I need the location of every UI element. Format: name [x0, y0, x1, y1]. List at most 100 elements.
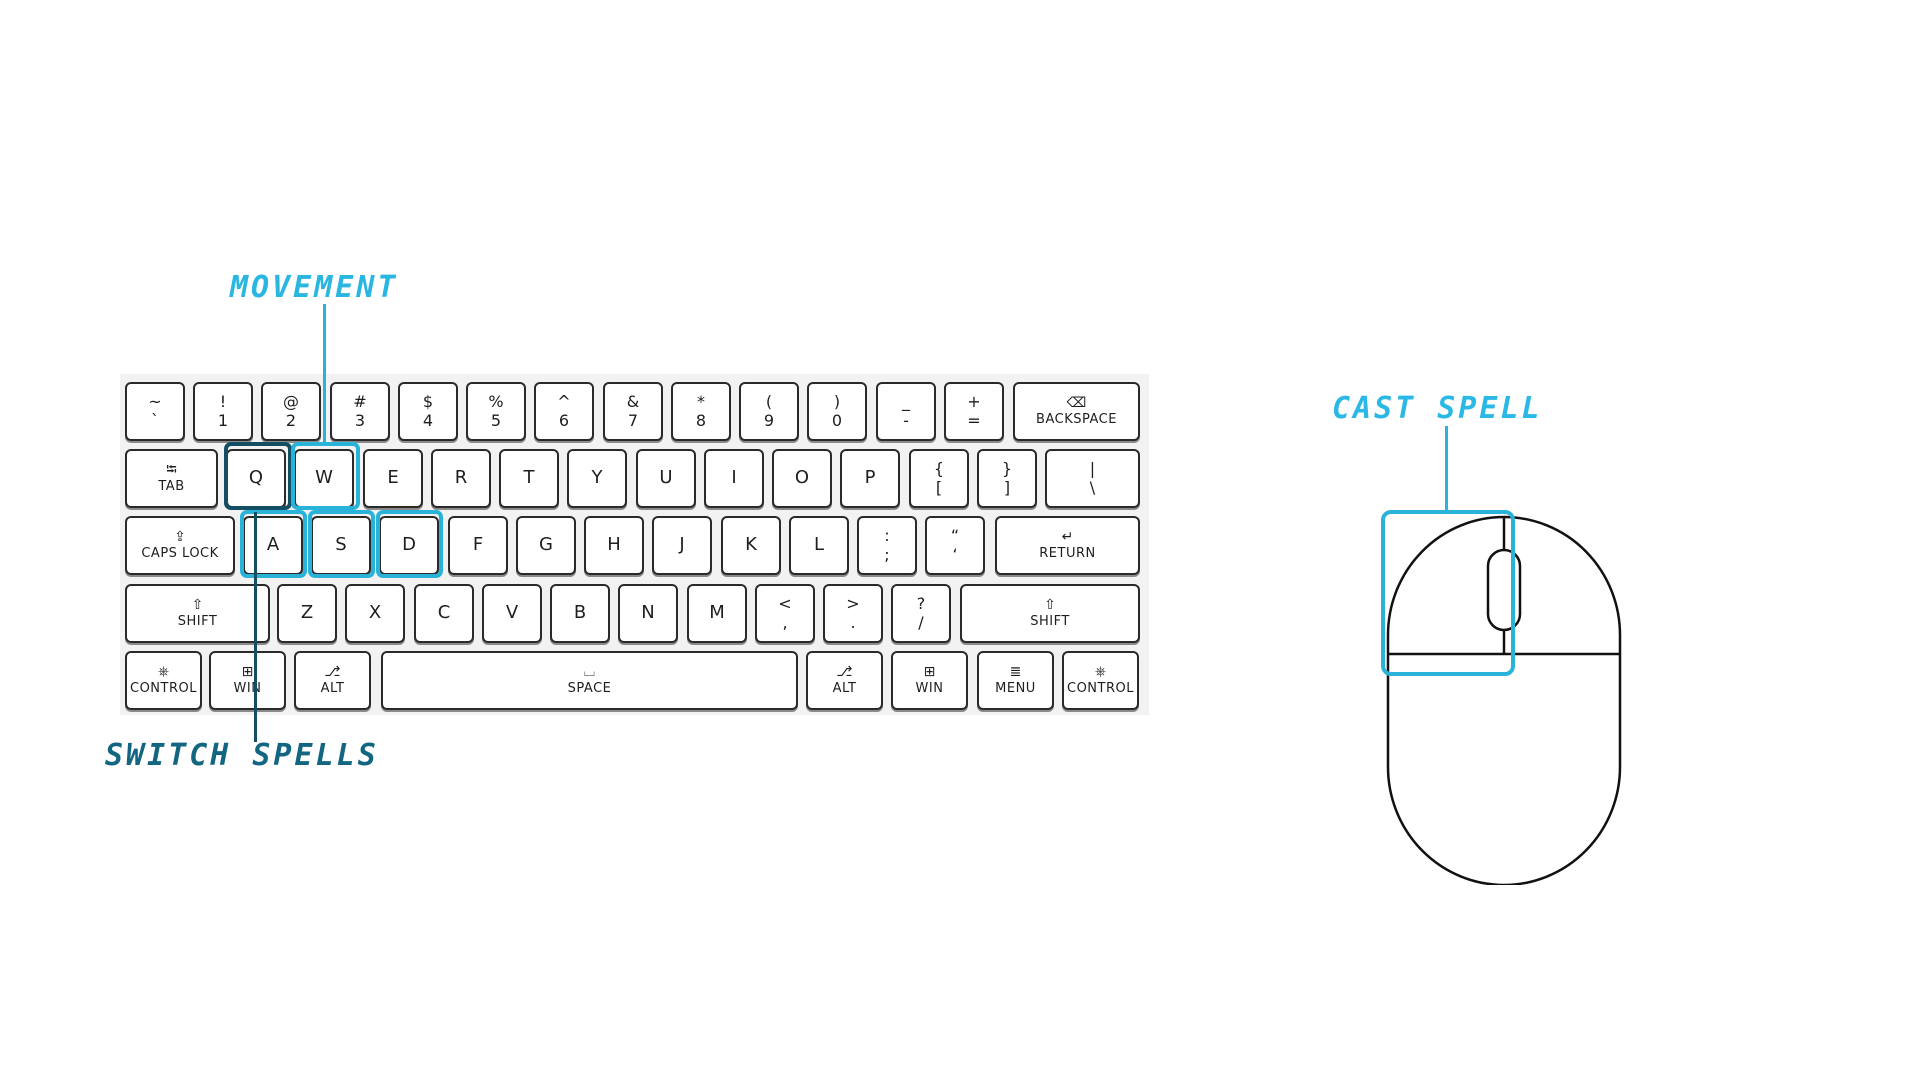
key-tab-row2-0[interactable]: ⭾TAB — [125, 449, 218, 508]
key-z-row4-1[interactable]: Z — [277, 584, 337, 643]
key-m-row4-7[interactable]: M — [687, 584, 747, 643]
key-s-row3-2[interactable]: S — [311, 516, 371, 575]
key-label: Q — [248, 467, 264, 489]
key-n-row4-6[interactable]: N — [618, 584, 678, 643]
cast-spell-leader-line — [1445, 426, 1448, 513]
key-menu-row5-6[interactable]: ≣MENU — [977, 651, 1054, 710]
key-sym-row1-0[interactable]: ~` — [125, 382, 185, 441]
key-shift-row4-0[interactable]: ⇧SHIFT — [125, 584, 270, 643]
key-o-row2-9[interactable]: O — [772, 449, 832, 508]
key-alt-row5-4[interactable]: ⎇ALT — [806, 651, 883, 710]
key-sym-row2-13[interactable]: |\ — [1045, 449, 1140, 508]
key-w-row2-2[interactable]: W — [294, 449, 354, 508]
key-sym-row2-12[interactable]: }] — [977, 449, 1037, 508]
key-a-row3-1[interactable]: A — [243, 516, 303, 575]
key-sym-row4-8[interactable]: <, — [755, 584, 815, 643]
key-p-row2-10[interactable]: P — [840, 449, 900, 508]
mouse-diagram — [1381, 510, 1622, 885]
key-1-row1-1[interactable]: !1 — [193, 382, 253, 441]
key-h-row3-6[interactable]: H — [584, 516, 644, 575]
key-shift-symbol: % — [488, 392, 504, 412]
key-alt-row5-2[interactable]: ⎇ALT — [294, 651, 371, 710]
key-2-row1-2[interactable]: @2 — [261, 382, 321, 441]
key-r-row2-4[interactable]: R — [431, 449, 491, 508]
key-return-row3-12[interactable]: ↵RETURN — [995, 516, 1140, 575]
key-label: R — [454, 467, 468, 489]
key-i-row2-8[interactable]: I — [704, 449, 764, 508]
key-space-row5-3[interactable]: ⌴SPACE — [381, 651, 798, 710]
key-e-row2-3[interactable]: E — [363, 449, 423, 508]
key-l-row3-9[interactable]: L — [789, 516, 849, 575]
key-v-row4-4[interactable]: V — [482, 584, 542, 643]
key-icon: ⎇ — [836, 663, 853, 680]
movement-leader-line — [323, 304, 326, 444]
key-label: ALT — [832, 681, 857, 697]
key-k-row3-8[interactable]: K — [721, 516, 781, 575]
key-icon: ⊞ — [923, 663, 936, 680]
key-label: CONTROL — [130, 681, 197, 697]
key-label: SHIFT — [177, 614, 218, 630]
key-control-row5-0[interactable]: ⎈CONTROL — [125, 651, 202, 710]
key-win-row5-1[interactable]: ⊞WIN — [209, 651, 286, 710]
key-symbol: , — [782, 612, 788, 632]
key-icon: ⎈ — [157, 663, 170, 680]
switch-spells-leader-line — [254, 512, 257, 742]
key-label: J — [679, 534, 685, 556]
key-x-row4-2[interactable]: X — [345, 584, 405, 643]
key-sym-row1-12[interactable]: += — [944, 382, 1004, 441]
key-4-row1-4[interactable]: $4 — [398, 382, 458, 441]
key-0-row1-10[interactable]: )0 — [807, 382, 867, 441]
key-6-row1-6[interactable]: ^6 — [534, 382, 594, 441]
key-label: BACKSPACE — [1036, 412, 1117, 428]
key-label: X — [368, 602, 382, 624]
key-shift-symbol: ( — [765, 392, 773, 412]
key-backspace-row1-13[interactable]: ⌫BACKSPACE — [1013, 382, 1140, 441]
key-y-row2-6[interactable]: Y — [567, 449, 627, 508]
key-shift-row4-11[interactable]: ⇧SHIFT — [960, 584, 1140, 643]
keyboard: ~`!1@2#3$4%5^6&7*8(9)0_-+=⌫BACKSPACE⭾TAB… — [120, 374, 1149, 715]
key-j-row3-7[interactable]: J — [652, 516, 712, 575]
key-g-row3-5[interactable]: G — [516, 516, 576, 575]
key-u-row2-7[interactable]: U — [636, 449, 696, 508]
key-win-row5-5[interactable]: ⊞WIN — [891, 651, 968, 710]
key-b-row4-5[interactable]: B — [550, 584, 610, 643]
key-sym-row4-10[interactable]: ?/ — [891, 584, 951, 643]
key-symbol: 2 — [285, 410, 297, 430]
key-symbol: = — [967, 410, 981, 430]
key-d-row3-3[interactable]: D — [379, 516, 439, 575]
key-label: ALT — [320, 681, 345, 697]
key-label: T — [523, 467, 535, 489]
left-mouse-button-highlight — [1381, 510, 1515, 676]
key-shift-symbol: # — [353, 392, 367, 412]
key-f-row3-4[interactable]: F — [448, 516, 508, 575]
key-8-row1-8[interactable]: *8 — [671, 382, 731, 441]
key-t-row2-5[interactable]: T — [499, 449, 559, 508]
key-sym-row1-11[interactable]: _- — [876, 382, 936, 441]
key-sym-row3-10[interactable]: :; — [857, 516, 917, 575]
key-caps-lock-row3-0[interactable]: ⇪CAPS LOCK — [125, 516, 235, 575]
key-shift-symbol: + — [967, 392, 981, 412]
key-c-row4-3[interactable]: C — [414, 584, 474, 643]
key-sym-row2-11[interactable]: {[ — [909, 449, 969, 508]
key-icon: ⇧ — [1044, 596, 1056, 613]
key-shift-symbol: : — [884, 526, 890, 546]
key-control-row5-7[interactable]: ⎈CONTROL — [1062, 651, 1139, 710]
key-sym-row4-9[interactable]: >. — [823, 584, 883, 643]
key-label: O — [794, 467, 810, 489]
key-label: K — [745, 534, 757, 556]
key-3-row1-3[interactable]: #3 — [330, 382, 390, 441]
key-q-row2-1[interactable]: Q — [226, 449, 286, 508]
mouse-body — [1386, 515, 1622, 885]
key-symbol: . — [850, 612, 856, 632]
key-sym-row3-11[interactable]: “‘ — [925, 516, 985, 575]
key-label: SPACE — [567, 681, 612, 697]
key-label: WIN — [233, 681, 262, 697]
key-9-row1-9[interactable]: (9 — [739, 382, 799, 441]
key-7-row1-7[interactable]: &7 — [603, 382, 663, 441]
key-5-row1-5[interactable]: %5 — [466, 382, 526, 441]
key-shift-symbol: * — [697, 392, 705, 412]
key-label: U — [659, 467, 673, 489]
key-icon: ⇪ — [174, 528, 186, 545]
key-label: H — [607, 534, 621, 556]
